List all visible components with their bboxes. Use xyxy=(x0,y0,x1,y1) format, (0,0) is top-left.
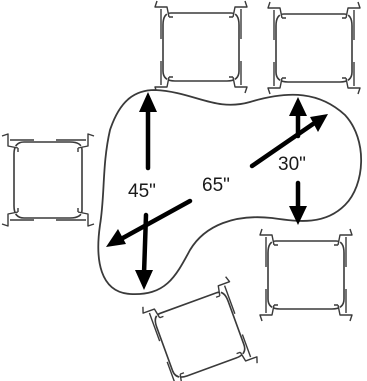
chair-top-right xyxy=(267,1,361,95)
table-outline xyxy=(97,89,362,295)
arrow-65-diagonal xyxy=(106,114,328,247)
arrow-30-vertical xyxy=(289,97,307,225)
chair-bottom xyxy=(140,275,260,381)
dimension-label-45: 45" xyxy=(128,181,156,202)
dimension-label-30: 30" xyxy=(278,154,306,175)
chair-top-left xyxy=(154,0,248,94)
chair-right xyxy=(259,228,353,322)
dimension-label-65: 65" xyxy=(202,175,230,196)
chair-left xyxy=(1,133,95,227)
